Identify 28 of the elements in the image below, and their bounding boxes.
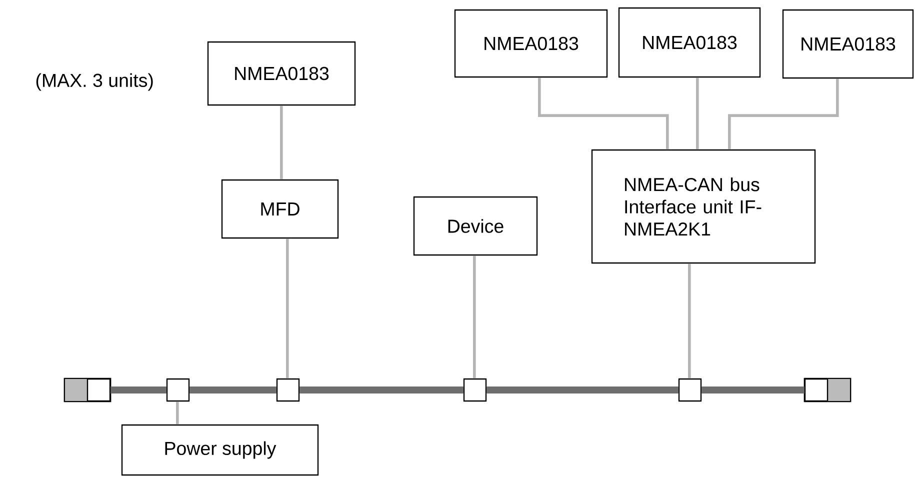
cable xyxy=(280,106,283,180)
device-box: NMEA0183 xyxy=(454,9,608,78)
device-box: NMEA0183 xyxy=(618,7,761,78)
cable xyxy=(176,402,179,424)
cable xyxy=(286,238,289,378)
tee-connector xyxy=(276,378,300,402)
terminator xyxy=(804,378,852,402)
device-box: NMEA0183 xyxy=(782,9,914,79)
tee-connector xyxy=(463,378,487,402)
terminator xyxy=(64,378,112,402)
tee-connector xyxy=(166,378,190,402)
device-box: Power supply xyxy=(121,424,319,476)
device-box: MFD xyxy=(221,179,339,239)
cable xyxy=(728,78,839,150)
cable xyxy=(110,386,166,394)
cable xyxy=(486,386,678,394)
cable xyxy=(473,256,476,378)
cable xyxy=(702,386,804,394)
note: (MAX. 3 units) xyxy=(36,73,153,91)
cable xyxy=(696,78,699,150)
cable xyxy=(538,78,669,150)
cable xyxy=(300,386,464,394)
device-box: NMEA0183 xyxy=(207,41,356,106)
cable xyxy=(190,386,276,394)
device-box: NMEA-CAN bus Interface unit IF-NMEA2K1 xyxy=(591,149,816,264)
cable xyxy=(688,264,691,378)
device-box: Device xyxy=(413,196,538,256)
tee-connector xyxy=(678,378,702,402)
